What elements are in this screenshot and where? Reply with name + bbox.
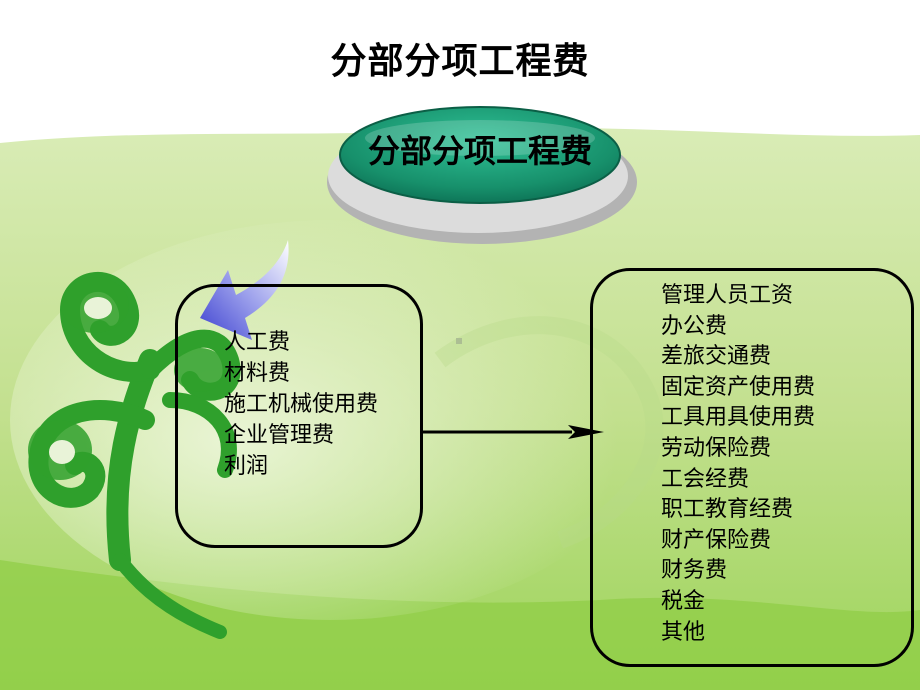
list-item: 企业管理费 bbox=[224, 423, 335, 448]
list-item: 管理人员工资 bbox=[661, 283, 794, 308]
list-item: 职工教育经费 bbox=[661, 497, 794, 523]
list-item: 办公费 bbox=[661, 313, 728, 339]
right-item-list: 管理人员工资 办公费 差旅交通费 固定资产使用费 工具用具使用费 劳动保险费 工… bbox=[661, 281, 815, 648]
list-item: 差旅交通费 bbox=[661, 344, 772, 370]
badge-label: 分部分项工程费 bbox=[367, 132, 592, 170]
list-item: 其他 bbox=[661, 619, 706, 645]
list-item: 材料费 bbox=[224, 361, 291, 386]
list-item: 利润 bbox=[224, 454, 269, 479]
connector-arrowhead-icon bbox=[568, 425, 604, 439]
list-item: 工具用具使用费 bbox=[661, 405, 816, 431]
list-item: 税金 bbox=[661, 588, 706, 614]
list-item: 工会经费 bbox=[661, 466, 750, 492]
list-item: 固定资产使用费 bbox=[661, 374, 816, 400]
list-item: 劳动保险费 bbox=[661, 435, 772, 461]
page-title: 分部分项工程费 bbox=[330, 41, 590, 82]
left-item-list: 人工费 材料费 施工机械使用费 企业管理费 利润 bbox=[224, 327, 378, 482]
list-item: 财务费 bbox=[661, 558, 728, 584]
curved-arrow-icon bbox=[200, 240, 289, 340]
left-box bbox=[175, 284, 423, 548]
list-item: 施工机械使用费 bbox=[224, 392, 379, 417]
list-item: 人工费 bbox=[224, 330, 291, 355]
list-item: 财产保险费 bbox=[661, 527, 772, 553]
right-box bbox=[590, 268, 914, 667]
badge-oval bbox=[339, 106, 621, 204]
